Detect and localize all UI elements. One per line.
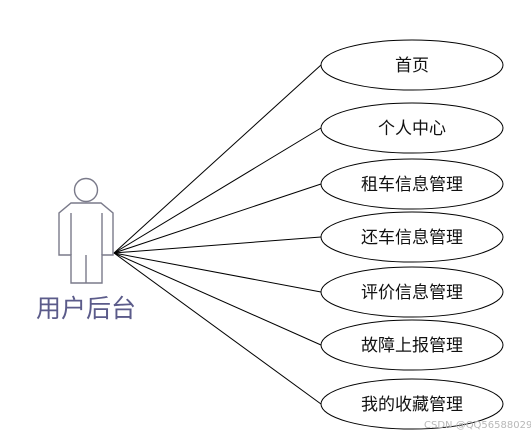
use-case: 我的收藏管理 xyxy=(320,378,504,430)
use-case-label: 我的收藏管理 xyxy=(361,395,463,415)
use-case: 还车信息管理 xyxy=(320,211,504,263)
use-case-ellipse xyxy=(320,158,504,210)
use-case-label: 评价信息管理 xyxy=(361,283,463,303)
use-case: 个人中心 xyxy=(320,102,504,154)
use-case: 故障上报管理 xyxy=(320,319,504,371)
use-case-label: 租车信息管理 xyxy=(361,175,463,195)
use-case-ellipse xyxy=(320,378,504,430)
association-line xyxy=(113,236,322,254)
use-case-label: 首页 xyxy=(395,56,429,76)
use-case-label: 故障上报管理 xyxy=(361,336,463,356)
use-case: 租车信息管理 xyxy=(320,158,504,210)
association-line xyxy=(113,252,322,405)
actor-head xyxy=(73,177,99,203)
use-case-ellipse xyxy=(320,39,504,91)
use-case-label: 还车信息管理 xyxy=(361,228,463,248)
watermark: CSDN @QQ565880293 xyxy=(424,420,531,431)
actor-body xyxy=(58,202,114,284)
use-case-label: 个人中心 xyxy=(378,119,446,139)
use-case-ellipse xyxy=(320,211,504,263)
use-case: 首页 xyxy=(320,39,504,91)
association-line xyxy=(113,64,322,254)
association-line xyxy=(113,183,322,254)
actor-figure xyxy=(58,177,114,284)
association-line xyxy=(113,252,322,346)
association-line xyxy=(113,127,322,254)
actor-label: 用户后台 xyxy=(36,294,136,323)
association-lines xyxy=(113,64,322,405)
association-line xyxy=(113,252,322,293)
use-case-ellipse xyxy=(320,319,504,371)
use-case-ellipse xyxy=(320,102,504,154)
use-case: 评价信息管理 xyxy=(320,266,504,318)
use-case-ellipse xyxy=(320,266,504,318)
